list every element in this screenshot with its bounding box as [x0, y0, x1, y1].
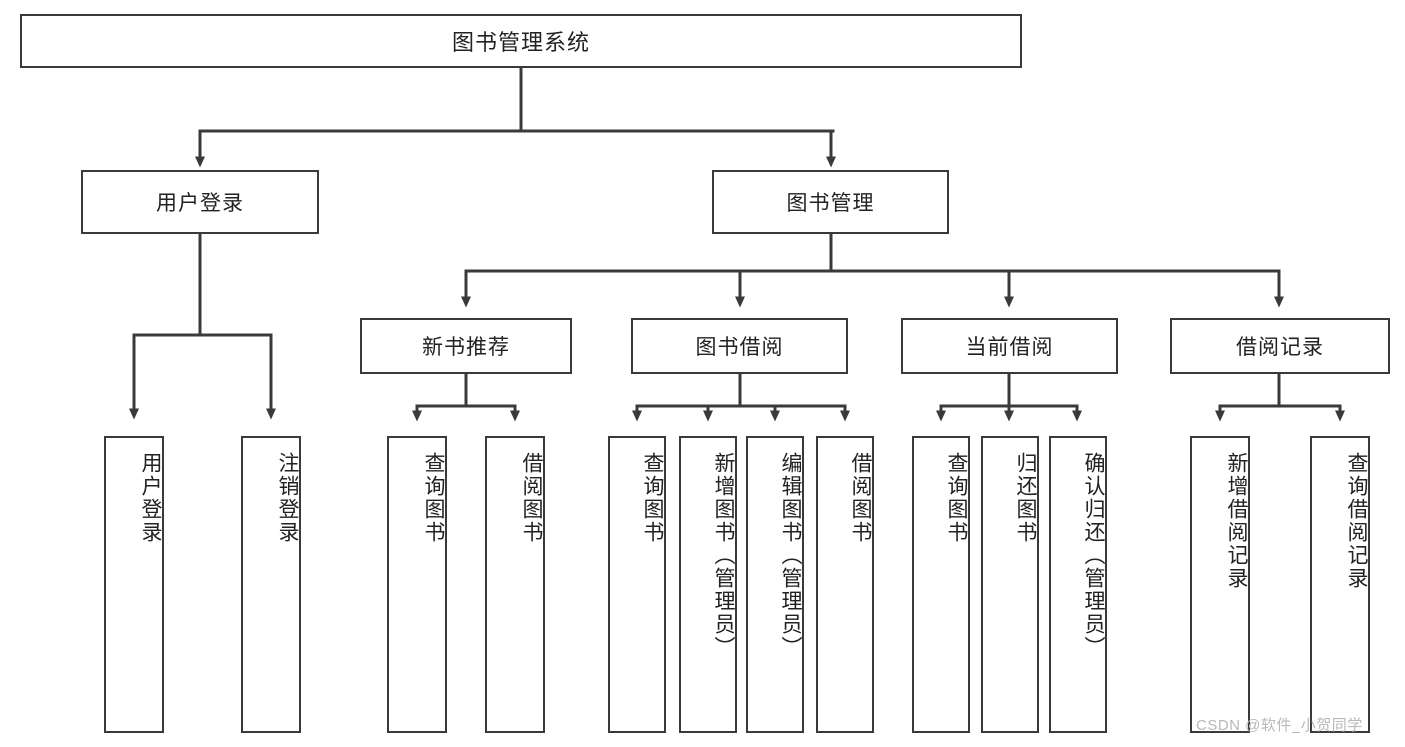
leaf-borrow-book-recommend-label: 借阅图书: [520, 452, 543, 544]
node-new-book-recommend[interactable]: 新书推荐: [360, 318, 572, 374]
leaf-borrow-book-recommend[interactable]: 借阅图书: [485, 436, 545, 733]
leaf-query-book-current[interactable]: 查询图书: [912, 436, 970, 733]
node-current-borrow-label: 当前借阅: [965, 336, 1054, 359]
leaf-edit-book-admin[interactable]: 编辑图书（管理员）: [746, 436, 804, 733]
leaf-logout-label: 注销登录: [276, 452, 299, 544]
leaf-user-login-label: 用户登录: [139, 452, 162, 544]
node-borrow-record-label: 借阅记录: [1236, 336, 1324, 359]
leaf-query-borrow-record[interactable]: 查询借阅记录: [1310, 436, 1370, 733]
leaf-add-borrow-record-label: 新增借阅记录: [1225, 452, 1248, 590]
leaf-query-borrow-record-label: 查询借阅记录: [1345, 452, 1368, 590]
node-book-management-label: 图书管理: [786, 192, 875, 215]
node-new-book-recommend-label: 新书推荐: [422, 336, 510, 359]
leaf-confirm-return-admin[interactable]: 确认归还（管理员）: [1049, 436, 1107, 733]
leaf-add-book-admin[interactable]: 新增图书（管理员）: [679, 436, 737, 733]
leaf-return-book[interactable]: 归还图书: [981, 436, 1039, 733]
leaf-edit-book-admin-label: 编辑图书（管理员）: [779, 452, 802, 659]
node-book-borrow-label: 图书借阅: [695, 336, 784, 359]
node-root-label: 图书管理系统: [451, 30, 590, 55]
leaf-query-book-current-label: 查询图书: [945, 452, 968, 544]
leaf-user-login[interactable]: 用户登录: [104, 436, 164, 733]
leaf-query-book-recommend-label: 查询图书: [422, 452, 445, 544]
leaf-confirm-return-admin-label: 确认归还（管理员）: [1082, 452, 1105, 659]
leaf-logout[interactable]: 注销登录: [241, 436, 301, 733]
leaf-query-book-recommend[interactable]: 查询图书: [387, 436, 447, 733]
leaf-borrow-book[interactable]: 借阅图书: [816, 436, 874, 733]
leaf-return-book-label: 归还图书: [1014, 452, 1037, 544]
leaf-add-book-admin-label: 新增图书（管理员）: [712, 452, 735, 659]
leaf-query-book-borrow[interactable]: 查询图书: [608, 436, 666, 733]
node-user-login-label: 用户登录: [156, 192, 244, 215]
node-book-management[interactable]: 图书管理: [712, 170, 949, 234]
node-root[interactable]: 图书管理系统: [20, 14, 1022, 68]
leaf-add-borrow-record[interactable]: 新增借阅记录: [1190, 436, 1250, 733]
node-borrow-record[interactable]: 借阅记录: [1170, 318, 1390, 374]
node-user-login[interactable]: 用户登录: [81, 170, 319, 234]
node-book-borrow[interactable]: 图书借阅: [631, 318, 848, 374]
node-current-borrow[interactable]: 当前借阅: [901, 318, 1118, 374]
leaf-query-book-borrow-label: 查询图书: [641, 452, 664, 544]
leaf-borrow-book-label: 借阅图书: [849, 452, 872, 544]
